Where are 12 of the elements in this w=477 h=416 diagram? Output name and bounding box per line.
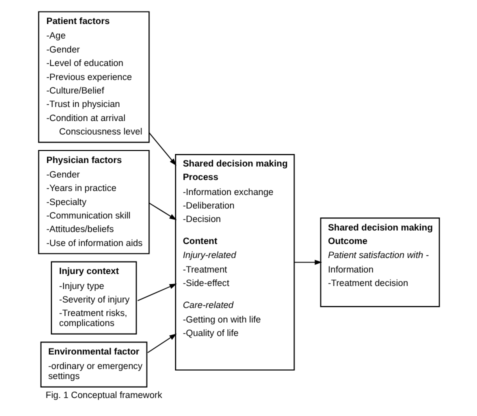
- arrow: [148, 132, 176, 166]
- node-box: Shared decision making Outcome Patient satisfaction with - Information -Treatment decision: [320, 218, 440, 308]
- node-box: Injury context -Injury type -Severity of injury -Treatment risks, complications: [50, 261, 136, 334]
- node-box: Environmental factor -ordinary or emergency settings: [40, 342, 147, 388]
- arrow: [136, 284, 176, 302]
- node-box: Physician factors -Gender -Years in practice -Specialty -Communication skill -Attitudes/beliefs -Use of information aids: [38, 150, 150, 254]
- arrow: [146, 334, 176, 354]
- node-box: Shared decision making Process -Information exchange -Deliberation -Decision Content Injury-related -Treatment -Side-effect Care-related -Getting on with life -Quality of life: [174, 154, 294, 371]
- caption: Fig. 1 Conceptual framework: [45, 390, 162, 400]
- arrow: [148, 202, 176, 220]
- arrow: [293, 260, 322, 265]
- node-box: Patient factors -Age -Gender -Level of education -Previous experience -Culture/Belief -Trust in physician -Condition at arrival Consciousness level: [38, 11, 150, 143]
